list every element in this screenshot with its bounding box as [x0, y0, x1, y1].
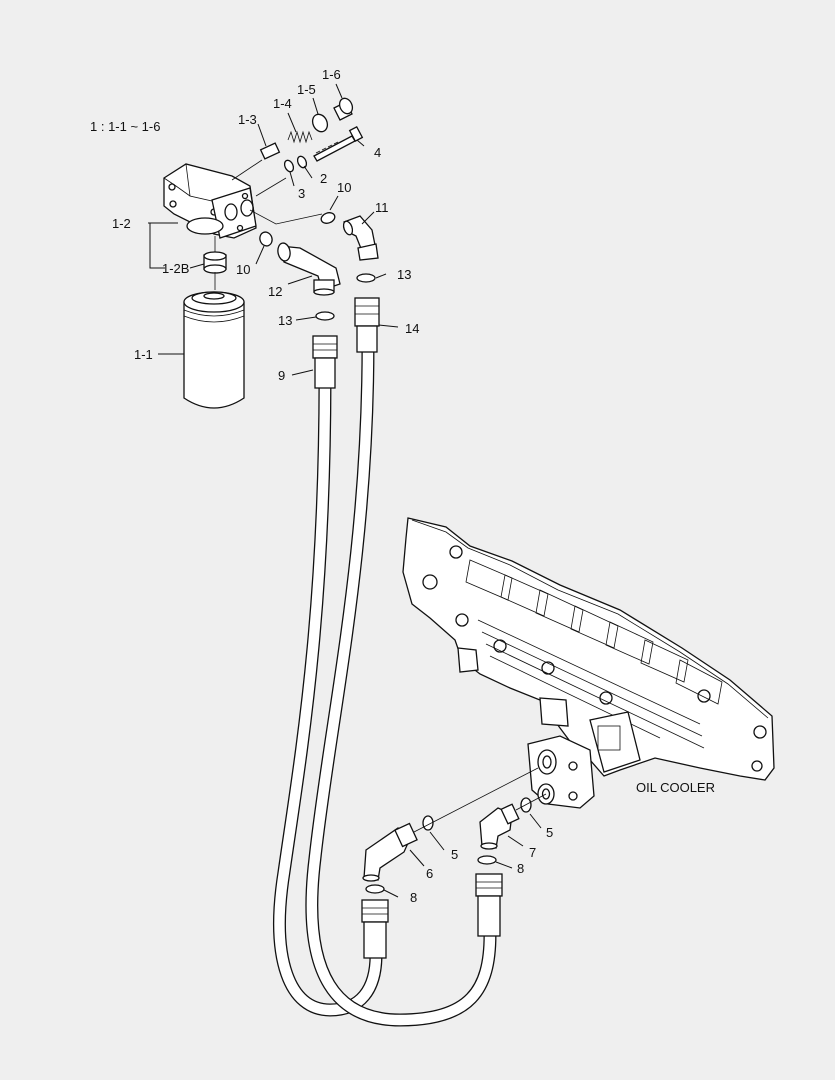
callout-11: 11 [375, 200, 389, 215]
part-11-elbow [342, 215, 379, 261]
callout-labels: 1 : 1-1 ~ 1-6 1-2 1-2B 1-1 1-3 1-4 1-5 1… [90, 67, 715, 905]
hose-9-bottom-fitting [361, 899, 389, 959]
callout-12: 12 [268, 284, 282, 299]
hose-14-bottom-fitting [475, 873, 503, 937]
hose-14-top-fitting [354, 297, 380, 353]
callout-1-4: 1-4 [273, 96, 292, 111]
oil-cooler-label: OIL COOLER [636, 780, 715, 795]
callout-2: 2 [320, 171, 327, 186]
part-10-oring-lower [259, 231, 273, 247]
callout-1-6: 1-6 [322, 67, 341, 82]
assembly-note: 1 : 1-1 ~ 1-6 [90, 119, 160, 134]
oil-cooler [402, 517, 775, 809]
callout-10-upper: 10 [337, 180, 351, 195]
callout-13-upper: 13 [397, 267, 411, 282]
callout-1-2b: 1-2B [162, 261, 189, 276]
callout-1-2: 1-2 [112, 216, 131, 231]
callout-13-lower: 13 [278, 313, 292, 328]
part-12-elbow [277, 242, 341, 296]
hose-9-top-fitting [312, 335, 338, 389]
callout-1-3: 1-3 [238, 112, 257, 127]
callout-5-right: 5 [546, 825, 553, 840]
callout-1-5: 1-5 [297, 82, 316, 97]
callout-6: 6 [426, 866, 433, 881]
part-8-oring-left [365, 884, 385, 894]
part-8-oring-right [477, 855, 497, 865]
callout-8-left: 8 [410, 890, 417, 905]
part-6-elbow [362, 822, 418, 882]
callout-10-lower: 10 [236, 262, 250, 277]
hose-14 [305, 338, 497, 1027]
part-13-oring-upper [356, 273, 376, 283]
part-10-oring-upper [320, 212, 336, 224]
callout-14: 14 [405, 321, 419, 336]
filter-head [163, 163, 257, 239]
callout-3: 3 [298, 186, 305, 201]
leader-lines [148, 83, 542, 898]
callout-5-left: 5 [451, 847, 458, 862]
callout-9: 9 [278, 368, 285, 383]
part-7-elbow [479, 803, 520, 850]
part-1-1-filter-cartridge [183, 291, 245, 409]
callout-7: 7 [529, 845, 536, 860]
part-1-2b-nipple [203, 236, 227, 290]
part-13-oring-lower [315, 311, 335, 321]
callout-8-right: 8 [517, 861, 524, 876]
relief-valve-parts [231, 97, 364, 197]
callout-1-1: 1-1 [134, 347, 153, 362]
callout-4: 4 [374, 145, 381, 160]
